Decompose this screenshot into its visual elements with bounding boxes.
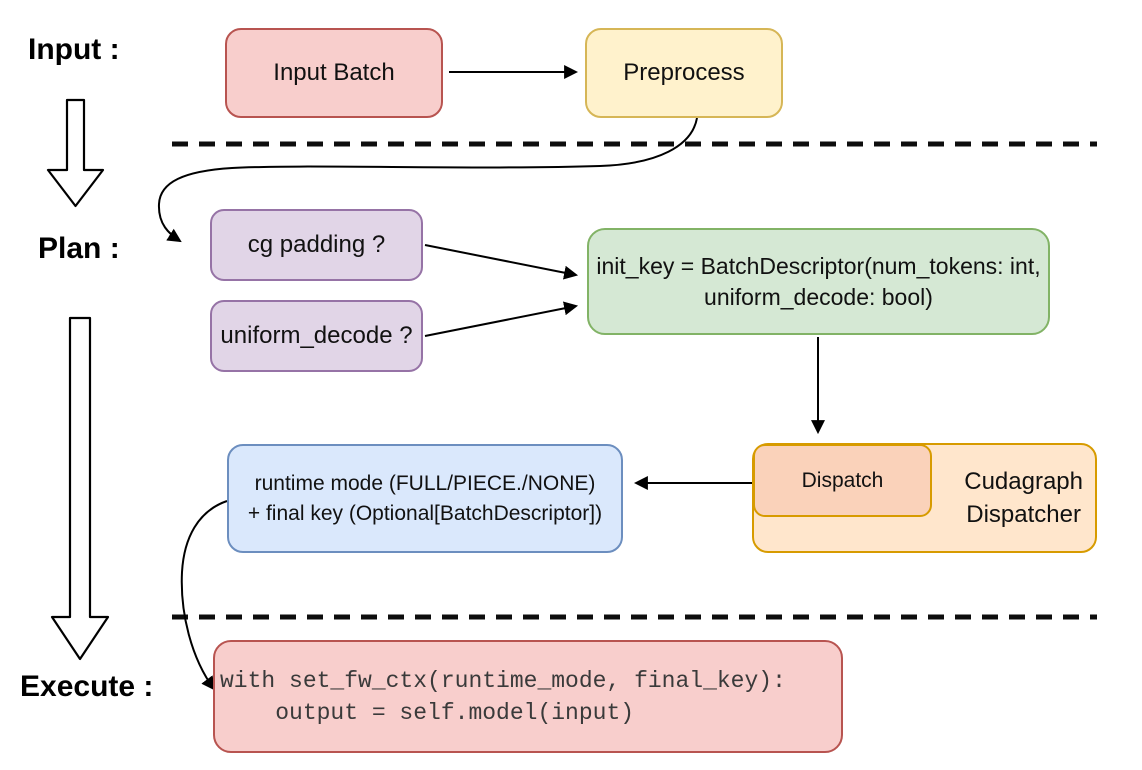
node-input-batch: Input Batch (225, 28, 443, 118)
node-input-batch-label: Input Batch (273, 59, 395, 86)
node-runtime-mode: runtime mode (FULL/PIECE./NONE) + final … (227, 444, 623, 553)
node-preprocess: Preprocess (585, 28, 783, 118)
node-cg-padding-label: cg padding ? (247, 231, 386, 258)
node-runtime-mode-label: runtime mode (FULL/PIECE./NONE) + final … (247, 471, 603, 525)
stage-arrow-plan-to-execute-icon (50, 316, 110, 661)
node-execute-code: with set_fw_ctx(runtime_mode, final_key)… (213, 640, 843, 753)
stage-label-plan: Plan : (38, 232, 120, 265)
edge-preprocess-to-cg-padding (157, 117, 698, 243)
edge-runtime-mode-to-execute-code (180, 500, 228, 691)
stage-label-input: Input : (28, 33, 120, 66)
node-init-key: init_key = BatchDescriptor(num_tokens: i… (587, 228, 1050, 335)
edge-cg-padding-to-init-key (424, 244, 579, 280)
node-uniform-decode: uniform_decode ? (210, 300, 423, 372)
node-dispatch: Dispatch (753, 444, 932, 517)
node-cg-padding: cg padding ? (210, 209, 423, 281)
stage-arrow-input-to-plan-icon (46, 98, 105, 208)
node-init-key-label: init_key = BatchDescriptor(num_tokens: i… (596, 252, 1041, 310)
node-dispatch-label: Dispatch (801, 468, 884, 492)
stage-label-execute: Execute : (20, 670, 154, 703)
edge-uniform-decode-to-init-key (424, 301, 579, 337)
node-uniform-decode-label: uniform_decode ? (220, 322, 413, 349)
node-cudagraph-dispatcher-label: Cudagraph Dispatcher (964, 468, 1083, 528)
node-preprocess-label: Preprocess (623, 59, 745, 86)
node-execute-code-label: with set_fw_ctx(runtime_mode, final_key)… (220, 667, 786, 726)
